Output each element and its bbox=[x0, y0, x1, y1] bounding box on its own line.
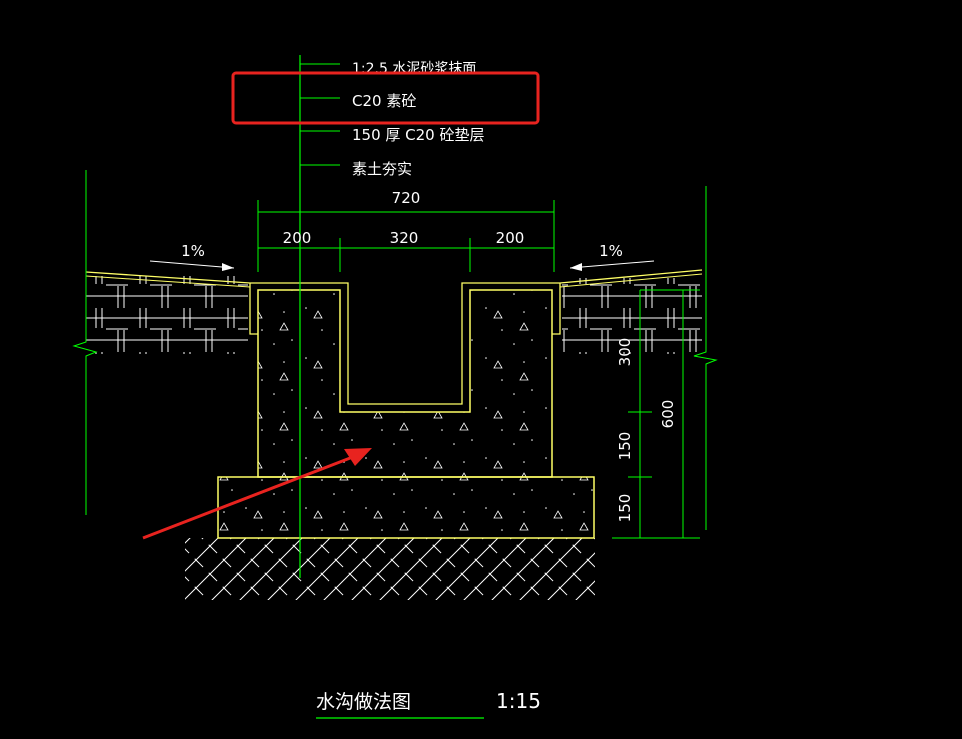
right-lining-lip bbox=[552, 283, 561, 335]
dim-channel: 320 bbox=[390, 229, 419, 247]
right-soil-hatch bbox=[562, 278, 702, 354]
red-pointer-arrowhead bbox=[344, 448, 372, 466]
right-slope-arrowhead bbox=[570, 263, 582, 271]
right-slope-arrow-line bbox=[569, 260, 655, 269]
left-slope-arrowhead bbox=[222, 263, 234, 271]
left-ground-surface-2 bbox=[85, 275, 251, 288]
dim-overall-width: 720 bbox=[392, 189, 421, 207]
note-c20-cushion: 150 厚 C20 砼垫层 bbox=[352, 126, 485, 144]
note-compacted-soil: 素土夯实 bbox=[352, 160, 412, 178]
left-ground-surface bbox=[85, 271, 251, 284]
drawing-scale: 1:15 bbox=[496, 689, 541, 713]
drawing-title: 水沟做法图 bbox=[316, 691, 411, 713]
note-mortar: 1:2.5 水泥砂浆抹面 bbox=[352, 61, 476, 77]
right-ground-surface bbox=[559, 269, 703, 284]
note-c20-concrete: C20 素砼 bbox=[352, 92, 416, 110]
left-slope-arrow-line bbox=[149, 260, 235, 269]
right-ground-surface-2 bbox=[559, 273, 703, 288]
left-break-line bbox=[72, 170, 98, 515]
mortar-lining-line bbox=[250, 282, 560, 405]
dim-depth-150-base: 150 bbox=[616, 494, 634, 523]
dim-left-wall: 200 bbox=[283, 229, 312, 247]
dim-depth-300: 300 bbox=[616, 338, 634, 367]
left-soil-hatch bbox=[86, 276, 248, 354]
dim-total-600: 600 bbox=[659, 400, 677, 429]
dim-right-wall: 200 bbox=[496, 229, 525, 247]
highlight-box bbox=[231, 71, 540, 125]
right-slope-label: 1% bbox=[599, 242, 623, 260]
right-break-line bbox=[693, 186, 718, 530]
channel-concrete-body bbox=[257, 289, 553, 478]
left-slope-label: 1% bbox=[181, 242, 205, 260]
dim-depth-150-wall: 150 bbox=[616, 432, 634, 461]
left-lining-lip bbox=[249, 283, 258, 335]
base-cushion-slab bbox=[217, 476, 595, 539]
compacted-soil-hatch bbox=[185, 538, 595, 600]
red-pointer-arrow-shaft bbox=[142, 453, 359, 540]
